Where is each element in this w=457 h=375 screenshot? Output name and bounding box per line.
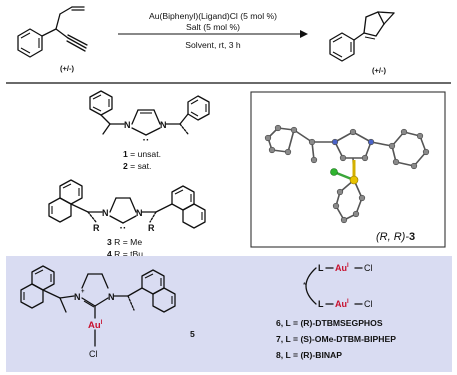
- complex-5-au: AuI: [88, 320, 103, 331]
- bisgold-cl2: Cl: [364, 299, 373, 309]
- carbene-top-n2: N: [160, 120, 167, 130]
- complex-5-plus: +: [81, 289, 85, 295]
- catalyst-panel: [6, 256, 452, 372]
- carbene-bottom-lone-pair: ··: [120, 223, 127, 234]
- label-4: 4 R = tBu: [107, 249, 143, 259]
- carbene-top-n1: N: [124, 120, 131, 130]
- carbene-bottom-n2: N: [136, 208, 143, 218]
- bisgold-star: *: [303, 281, 306, 290]
- carbene-bottom-r-right: R: [148, 223, 155, 233]
- label-2: 2 = sat.: [123, 161, 151, 171]
- ligand-7: 7, L = (S)-OMe-DTBM-BIPHEP: [276, 334, 396, 344]
- product-structure: [329, 11, 395, 62]
- bisgold-l2: L: [318, 299, 324, 309]
- bisgold-au2: AuI: [335, 299, 349, 309]
- bisgold-au1: AuI: [335, 263, 349, 273]
- ligand-6: 6, L = (R)-DTBMSEGPHOS: [276, 318, 383, 328]
- crystal-structure-box: [250, 91, 446, 248]
- bisgold-l1: L: [318, 263, 324, 273]
- carbene-bottom-r-left: R: [93, 223, 100, 233]
- ligand-8: 8, L = (R)-BINAP: [276, 350, 342, 360]
- crystal-label: (R, R)-3: [376, 231, 415, 243]
- conditions-salt: Salt (5 mol %): [186, 22, 240, 32]
- carbene-bottom-n1: N: [102, 208, 109, 218]
- crystal-structure-image: [264, 124, 430, 224]
- label-3: 3 R = Me: [107, 237, 142, 247]
- arrow-head: [300, 30, 308, 38]
- complex-5-n2: N: [108, 292, 115, 302]
- carbene-top-structure: [89, 90, 210, 136]
- bisgold-cl1: Cl: [364, 263, 373, 273]
- product-label: (+/-): [372, 66, 386, 75]
- label-1: 1 = unsat.: [123, 149, 161, 159]
- conditions-solvent: Solvent, rt, 3 h: [185, 40, 241, 50]
- complex-5-n1: N: [74, 292, 81, 302]
- gold-complex-5-structure: [20, 265, 176, 347]
- carbene-bottom-structure: [48, 179, 206, 229]
- complex-5-cl: Cl: [89, 349, 98, 359]
- reactant-structure: [17, 6, 88, 58]
- carbene-top-lone-pair: ··: [143, 135, 150, 146]
- reactant-label: (+/-): [60, 64, 74, 73]
- conditions-catalyst: Au(Biphenyl)(Ligand)Cl (5 mol %): [149, 11, 277, 21]
- bisgold-structure: [305, 267, 317, 305]
- label-5: 5: [190, 329, 195, 339]
